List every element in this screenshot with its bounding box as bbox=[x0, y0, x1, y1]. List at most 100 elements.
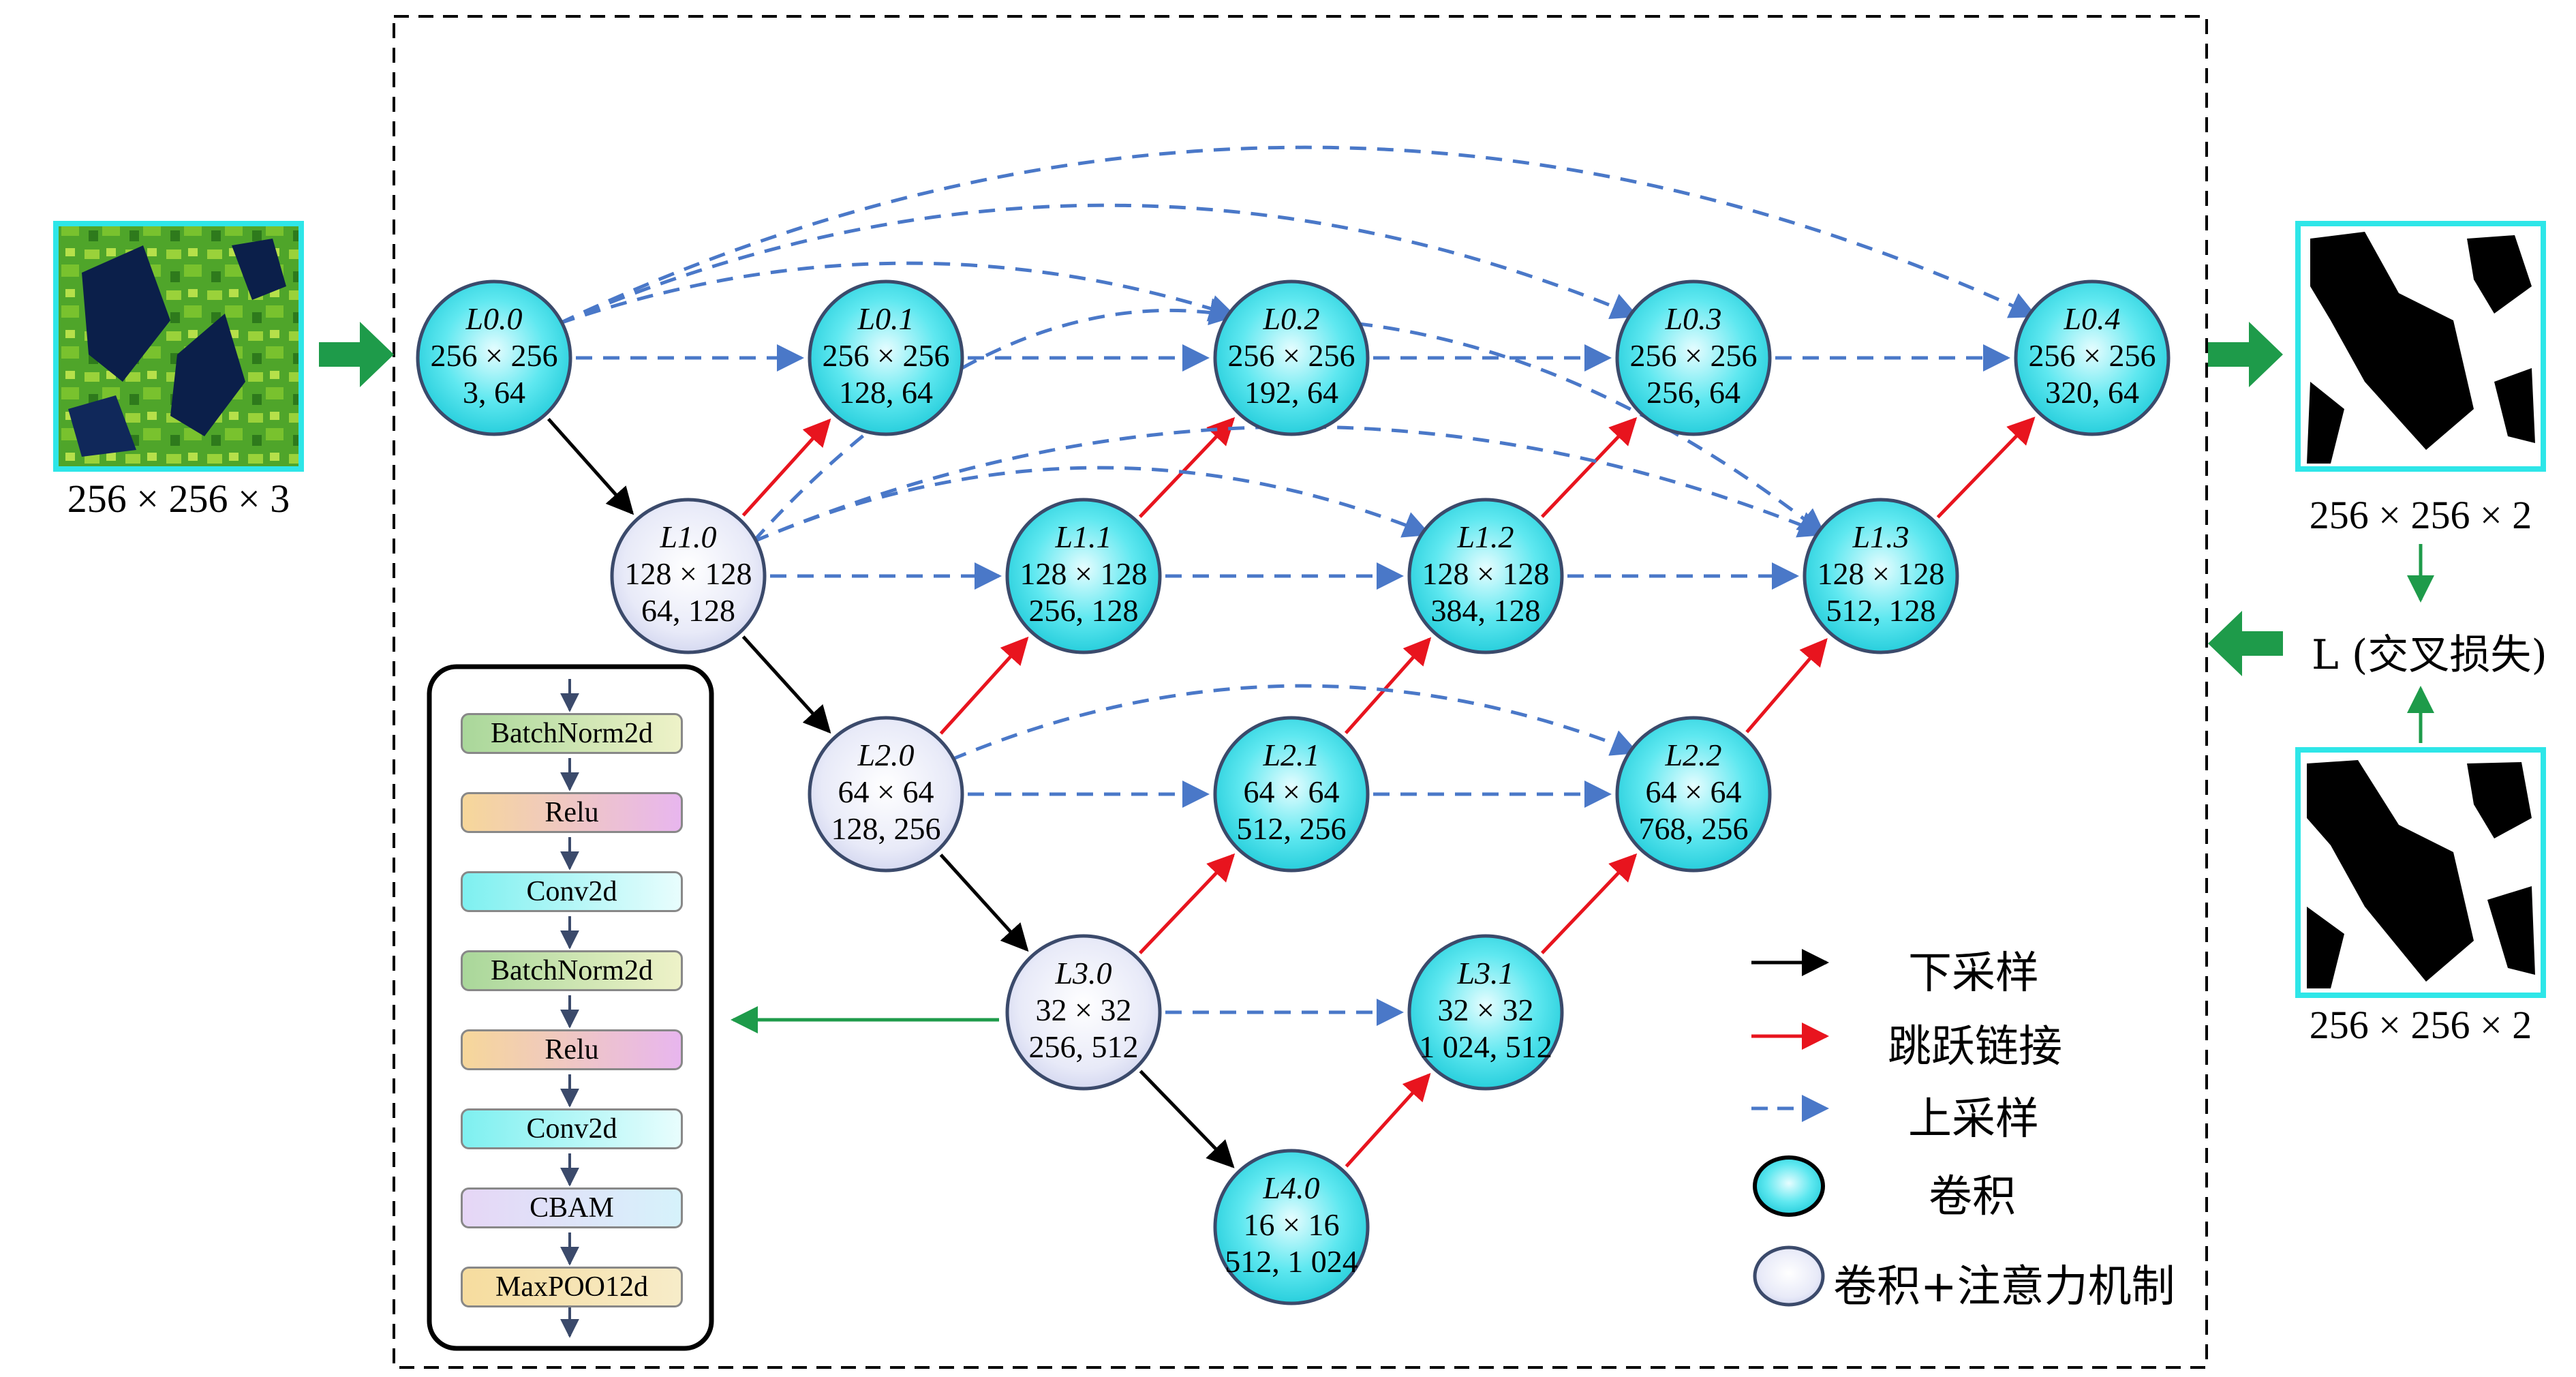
block-layer-maxpoo12d: MaxPOO12d bbox=[461, 1267, 683, 1307]
block-layer-cbam: CBAM bbox=[461, 1187, 683, 1228]
legend-skip-label: 跳跃链接 bbox=[1888, 1022, 2062, 1072]
node-dims: 128 × 128 bbox=[1019, 556, 1148, 591]
node-ch: 128, 256 bbox=[831, 811, 941, 846]
node-L4-0 bbox=[1213, 1149, 1370, 1305]
node-id: L4.0 bbox=[1263, 1170, 1320, 1205]
block-layer-conv2d: Conv2d bbox=[461, 1108, 683, 1149]
node-id: L2.2 bbox=[1665, 738, 1722, 772]
node-ch: 768, 256 bbox=[1638, 811, 1749, 846]
node-L0-0 bbox=[416, 279, 572, 436]
node-ch: 128, 64 bbox=[839, 375, 933, 410]
node-id: L0.2 bbox=[1263, 301, 1320, 336]
long-skip-edge-L1.0-L0.2 bbox=[752, 298, 1237, 543]
input-caption: 256 × 256 × 3 bbox=[67, 476, 290, 521]
node-id: L1.2 bbox=[1457, 519, 1514, 554]
node-id: L0.0 bbox=[465, 301, 523, 336]
node-dims: 64 × 64 bbox=[838, 774, 934, 809]
network-frame bbox=[393, 15, 2208, 1369]
node-L0-2 bbox=[1213, 279, 1370, 436]
node-L1-2 bbox=[1407, 498, 1564, 654]
node-dims: 32 × 32 bbox=[1437, 993, 1534, 1027]
node-L1-3 bbox=[1803, 498, 1959, 654]
long-skip-edge-L0.0-L0.3 bbox=[558, 203, 1639, 325]
legend-conv-attn-label: 卷积+注意力机制 bbox=[1833, 1262, 2175, 1312]
node-L2-2 bbox=[1615, 716, 1772, 873]
skip-edge-L1.3-L0.4 bbox=[1936, 417, 2036, 519]
legend-downsample-label: 下采样 bbox=[1908, 948, 2039, 999]
down-edge-L2.0-L3.0 bbox=[939, 853, 1029, 952]
target-caption: 256 × 256 × 2 bbox=[2309, 1003, 2532, 1047]
long-skip-edge-L0.0-L0.2 bbox=[558, 261, 1237, 325]
node-L0-4 bbox=[2014, 279, 2171, 436]
node-ch: 512, 128 bbox=[1826, 593, 1936, 628]
node-id: L0.3 bbox=[1665, 301, 1722, 336]
skip-edge-L2.2-L1.3 bbox=[1745, 638, 1828, 733]
input-flow-arrow bbox=[319, 322, 394, 387]
node-ch: 512, 1 024 bbox=[1225, 1244, 1358, 1279]
node-L0-3 bbox=[1615, 279, 1772, 436]
node-id: L3.1 bbox=[1457, 956, 1514, 990]
node-id: L2.0 bbox=[857, 738, 915, 772]
node-dims: 32 × 32 bbox=[1035, 993, 1132, 1027]
node-id: L3.0 bbox=[1055, 956, 1112, 990]
node-L3-1 bbox=[1407, 934, 1564, 1091]
node-ch: 512, 256 bbox=[1236, 811, 1347, 846]
node-dims: 128 × 128 bbox=[1422, 556, 1550, 591]
long-skip-edge-L1.0-L1.3 bbox=[752, 425, 1826, 543]
block-layer-relu: Relu bbox=[461, 1029, 683, 1070]
skip-edge-L1.0-L0.1 bbox=[741, 418, 831, 517]
loss-label: L (交叉损失) bbox=[2312, 631, 2547, 679]
skip-edge-L2.1-L1.2 bbox=[1344, 637, 1432, 735]
node-ch: 256, 64 bbox=[1646, 375, 1741, 410]
output-caption: 256 × 256 × 2 bbox=[2309, 493, 2532, 537]
node-ch: 256, 512 bbox=[1028, 1029, 1139, 1064]
block-layer-batchnorm2d: BatchNorm2d bbox=[461, 950, 683, 991]
node-dims: 128 × 128 bbox=[1817, 556, 1945, 591]
node-ch: 192, 64 bbox=[1244, 375, 1338, 410]
node-L3-0 bbox=[1005, 934, 1162, 1091]
node-id: L0.4 bbox=[2064, 301, 2121, 336]
node-ch: 64, 128 bbox=[641, 593, 735, 628]
block-detail-panel bbox=[427, 664, 714, 1351]
legend-upsample-label: 上采样 bbox=[1908, 1094, 2039, 1145]
down-edge-L0.0-L1.0 bbox=[547, 417, 634, 515]
output-flow-arrow bbox=[2208, 322, 2283, 387]
node-dims: 64 × 64 bbox=[1243, 774, 1340, 809]
node-dims: 128 × 128 bbox=[624, 556, 752, 591]
target-mask-image bbox=[2295, 747, 2546, 998]
node-ch: 384, 128 bbox=[1430, 593, 1541, 628]
long-skip-edge-L0.0-L0.4 bbox=[558, 145, 2038, 325]
node-id: L0.1 bbox=[857, 301, 915, 336]
skip-edge-L4.0-L3.1 bbox=[1345, 1072, 1431, 1168]
node-dims: 256 × 256 bbox=[1227, 338, 1355, 373]
legend bbox=[1751, 949, 1829, 1307]
skip-edge-L2.0-L1.1 bbox=[939, 636, 1029, 735]
node-id: L1.0 bbox=[660, 519, 717, 554]
node-L1-0 bbox=[610, 498, 767, 654]
node-dims: 256 × 256 bbox=[822, 338, 950, 373]
block-layer-conv2d: Conv2d bbox=[461, 871, 683, 912]
node-ch: 3, 64 bbox=[463, 375, 525, 410]
down-edge-L1.0-L2.0 bbox=[741, 635, 831, 734]
node-dims: 256 × 256 bbox=[1629, 338, 1758, 373]
legend-attn-swatch bbox=[1753, 1245, 1825, 1307]
node-L2-1 bbox=[1213, 716, 1370, 873]
node-ch: 256, 128 bbox=[1028, 593, 1139, 628]
skip-edge-L3.0-L2.1 bbox=[1138, 853, 1236, 954]
node-ch: 1 024, 512 bbox=[1419, 1029, 1552, 1064]
node-dims: 256 × 256 bbox=[430, 338, 558, 373]
legend-conv-swatch bbox=[1753, 1155, 1825, 1217]
input-image bbox=[53, 221, 304, 472]
node-L0-1 bbox=[808, 279, 964, 436]
